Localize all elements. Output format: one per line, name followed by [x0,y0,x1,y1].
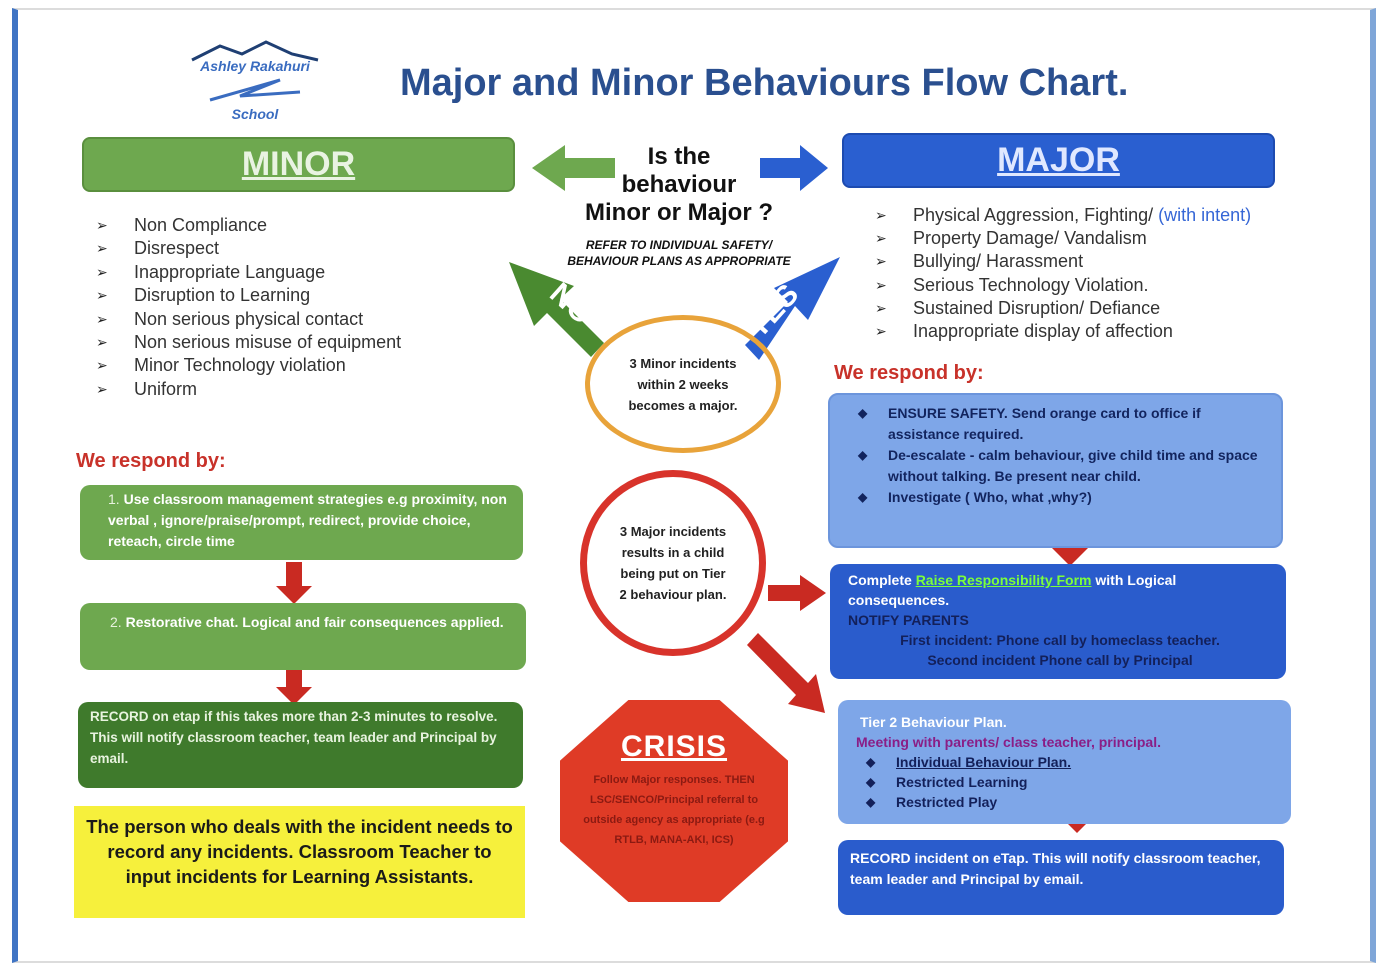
list-item: Non serious misuse of equipment [96,331,401,355]
list-item: Serious Technology Violation. [875,274,1251,297]
minor-behaviour-list: Non Compliance Disrespect Inappropriate … [96,214,401,402]
down-arrow-icon [276,663,312,705]
major-record-box: RECORD incident on eTap. This will notif… [838,840,1284,915]
question-line: Minor or Major ? [585,199,773,226]
left-arrow-icon [532,145,615,191]
right-arrow-icon [760,145,828,191]
step-text: Use classroom management strategies e.g … [108,491,507,549]
tier2-box: Tier 2 Behaviour Plan. Meeting with pare… [838,700,1291,824]
list-item: Investigate ( Who, what ,why?) [848,487,1265,508]
diagonal-arrow-icon [747,633,825,713]
notify-parents: NOTIFY PARENTS [848,612,969,628]
major-behaviour-list: Physical Aggression, Fighting/ (with int… [875,204,1251,343]
logo-name: Ashley Rakahuri [200,58,310,74]
tier2-list: Individual Behaviour Plan. Restricted Le… [856,752,1277,812]
list-item: Individual Behaviour Plan. [856,752,1277,772]
major-form-box: Complete Raise Responsibility Form with … [830,564,1286,679]
yes-arrow-icon [745,257,840,360]
tier2-meeting: Meeting with parents/ class teacher, pri… [856,734,1161,750]
list-item: Physical Aggression, Fighting/ (with int… [875,204,1251,227]
list-item: ENSURE SAFETY. Send orange card to offic… [848,403,1265,445]
minor-record-box: RECORD on etap if this takes more than 2… [78,702,523,788]
minor-step-1: 1. Use classroom management strategies e… [80,485,523,560]
logo-mountain-icon [191,40,319,102]
major-escalation-circle: 3 Major incidents results in a child bei… [580,470,766,656]
safety-list: ENSURE SAFETY. Send orange card to offic… [848,403,1265,508]
list-item: Property Damage/ Vandalism [875,227,1251,250]
form-prefix: Complete [848,572,916,588]
step-number: 2. [110,614,122,630]
minor-respond-label: We respond by: [76,450,226,472]
minor-step-2: 2. Restorative chat. Logical and fair co… [80,603,526,670]
question-text: Is the behaviour Minor or Major ? [560,143,798,227]
major-respond-label: We respond by: [834,362,984,384]
list-item-accent: (with intent) [1158,205,1252,225]
crisis-text: Follow Major responses. THEN LSC/SENCO/P… [583,774,765,846]
minor-header: MINOR [82,137,515,192]
question-line: behaviour [621,171,737,198]
no-arrow-icon [509,262,604,357]
crisis-title: CRISIS [620,730,728,763]
step-number: 1. [108,491,120,507]
major-header: MAJOR [842,133,1275,188]
recording-note: The person who deals with the incident n… [74,806,525,918]
form-instruction: Complete Raise Responsibility Form with … [848,570,1272,610]
list-item: De-escalate - calm behaviour, give child… [848,445,1265,487]
refer-note: REFER TO INDIVIDUAL SAFETY/ BEHAVIOUR PL… [567,238,791,268]
major-safety-box: ENSURE SAFETY. Send orange card to offic… [828,393,1283,548]
list-item: Disrespect [96,237,401,261]
right-arrow-icon [768,575,826,611]
list-item: Bullying/ Harassment [875,250,1251,273]
page-title: Major and Minor Behaviours Flow Chart. [400,62,1129,104]
tier2-title: Tier 2 Behaviour Plan. [860,714,1007,730]
list-item: Inappropriate Language [96,261,401,285]
list-item: Inappropriate display of affection [875,320,1251,343]
list-item: Minor Technology violation [96,354,401,378]
raise-responsibility-form-link[interactable]: Raise Responsibility Form [915,572,1092,588]
first-incident: First incident: Phone call by homeclass … [900,632,1220,648]
crisis-octagon: CRISIS Follow Major responses. THEN LSC/… [560,700,788,902]
list-item: Disruption to Learning [96,284,401,308]
step-text: Restorative chat. Logical and fair conse… [125,614,504,630]
list-item: Uniform [96,378,401,402]
list-item-text: Physical Aggression, Fighting/ [913,205,1159,225]
down-arrow-icon [276,562,312,604]
list-item: Non serious physical contact [96,308,401,332]
school-logo: Ashley Rakahuri School [180,40,330,126]
list-item: Sustained Disruption/ Defiance [875,297,1251,320]
minor-escalation-circle: 3 Minor incidents within 2 weeks becomes… [585,315,781,453]
list-item: Non Compliance [96,214,401,238]
logo-school: School [231,106,279,122]
list-item: Restricted Learning [856,772,1277,792]
form-suffix: with Logical consequences. [848,572,1177,608]
second-incident: Second incident Phone call by Principal [927,652,1193,668]
question-line: Is the [647,143,711,170]
list-item: Restricted Play [856,792,1277,812]
